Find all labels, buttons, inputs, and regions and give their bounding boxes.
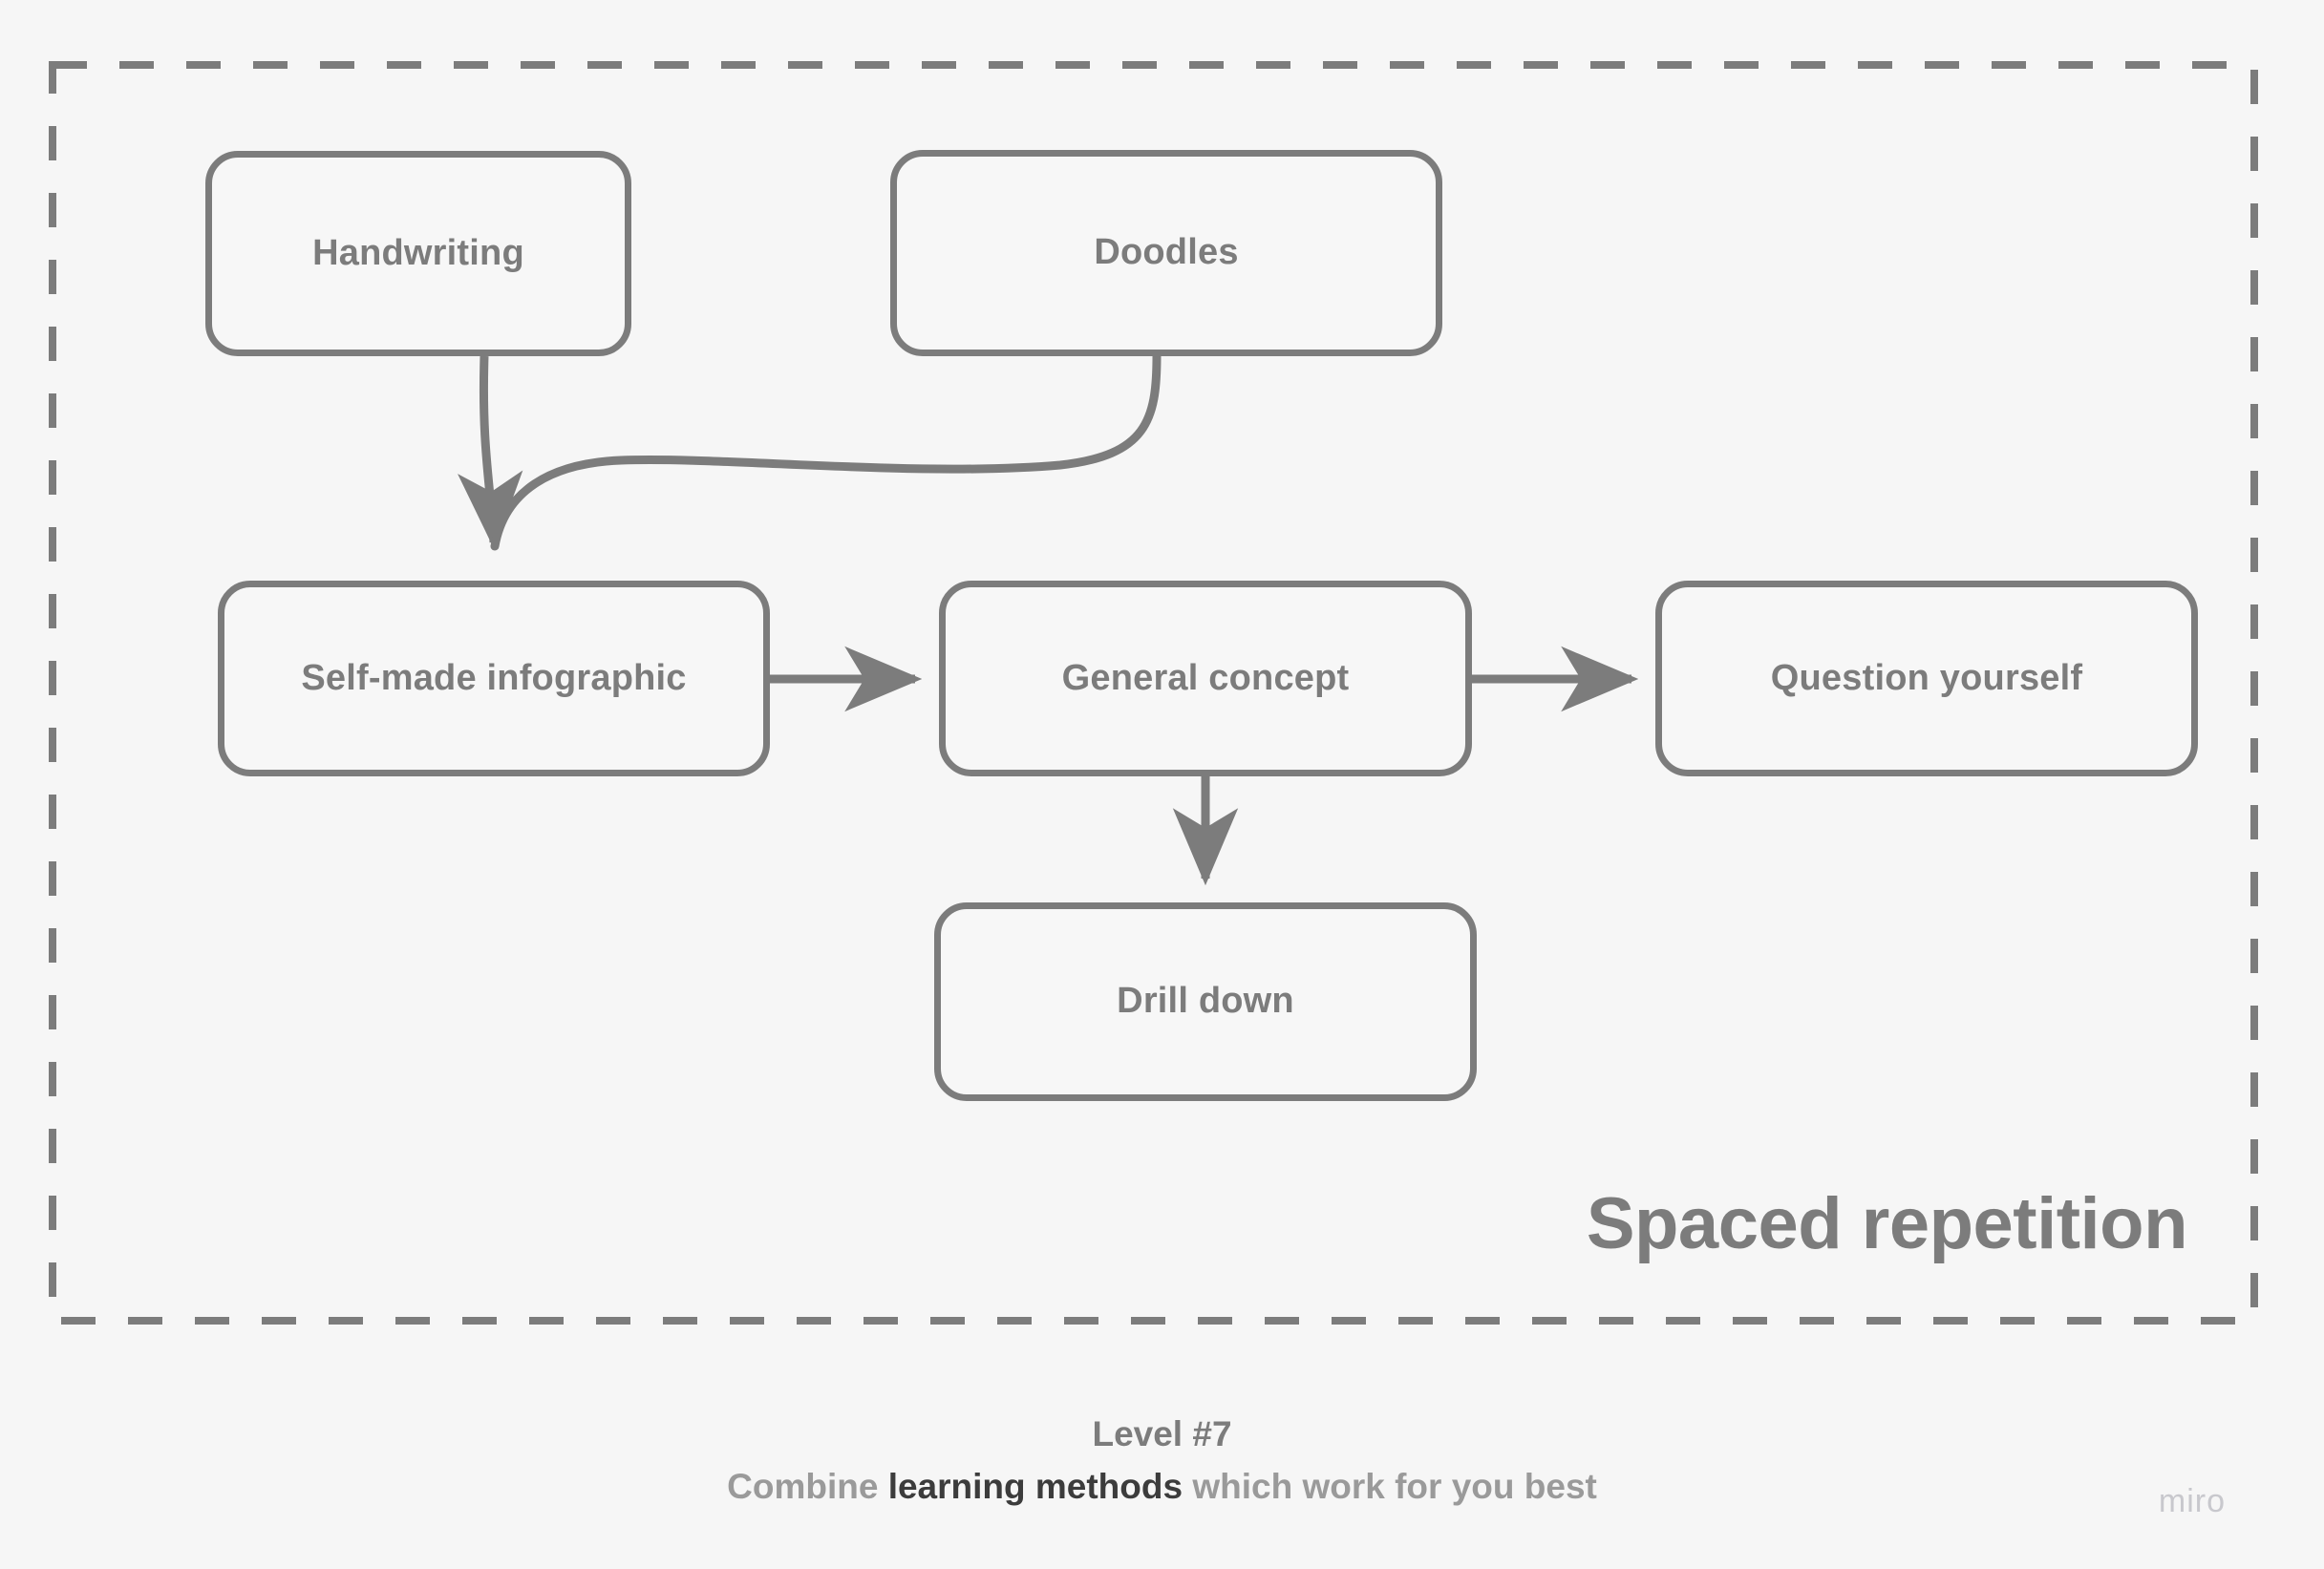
caption-level: Level #7 [1092, 1414, 1232, 1453]
node-question-yourself-label: Question yourself [1770, 657, 2083, 698]
node-drill-down[interactable]: Drill down [934, 902, 1477, 1101]
edge-handwriting-to-infographic [458, 355, 523, 550]
node-handwriting-label: Handwriting [312, 232, 524, 273]
node-self-made-infographic-label: Self-made infographic [301, 657, 687, 698]
caption-strong: learning methods [887, 1467, 1183, 1507]
miro-watermark-logo: miro [2158, 1483, 2226, 1519]
caption-prefix: Combine [727, 1467, 888, 1507]
node-general-concept-label: General concept [1061, 657, 1350, 698]
edge-doodles-to-infographic [490, 351, 1162, 551]
group-title: Spaced repetition [1586, 1183, 2188, 1264]
node-doodles[interactable]: Doodles [890, 150, 1442, 356]
caption-suffix: which work for you best [1183, 1467, 1597, 1507]
caption-description: Combine learning methods which work for … [0, 1464, 2324, 1509]
node-drill-down-label: Drill down [1117, 981, 1294, 1022]
node-handwriting[interactable]: Handwriting [205, 151, 631, 356]
caption-block: Level #7 Combine learning methods which … [0, 1411, 2324, 1510]
node-self-made-infographic[interactable]: Self-made infographic [218, 581, 770, 776]
node-general-concept[interactable]: General concept [939, 581, 1472, 776]
group-dashed-frame [49, 61, 2258, 1325]
node-question-yourself[interactable]: Question yourself [1655, 581, 2198, 776]
node-doodles-label: Doodles [1094, 232, 1239, 273]
